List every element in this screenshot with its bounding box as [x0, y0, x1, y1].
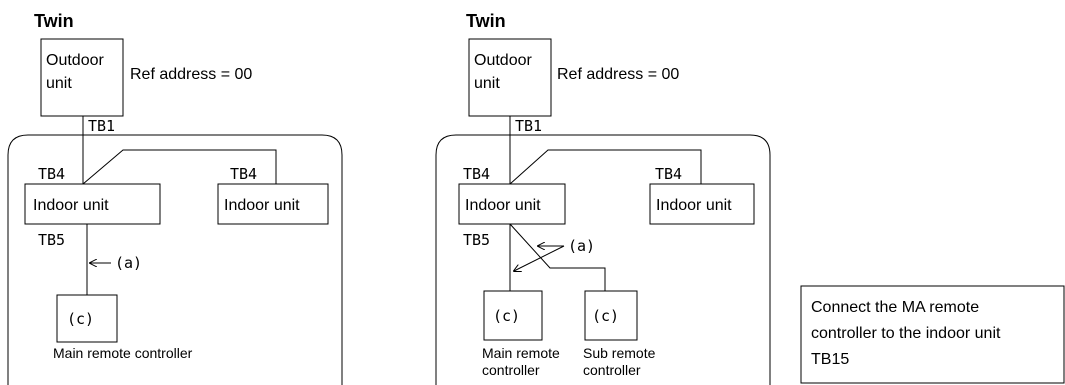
right-group-boundary: [435, 134, 771, 385]
right-outdoor-unit-box: [468, 38, 552, 117]
right-title: Twin: [466, 11, 506, 31]
left-controller-caption: Main remote controller: [53, 345, 193, 361]
right-sub-remote-wire: [509, 223, 606, 291]
note-box: Connect the MA remote controller to the …: [800, 285, 1065, 384]
note-line-1: Connect the MA remote: [811, 299, 979, 316]
left-title: Twin: [34, 11, 74, 31]
left-tb5-label: TB5: [38, 231, 65, 249]
right-main-controller-box: [483, 290, 543, 341]
left-outdoor-unit-label-1: Outdoor: [46, 52, 104, 69]
right-tb1-label: TB1: [515, 117, 542, 135]
right-sub-controller-label: (c): [592, 307, 619, 325]
left-controller-box: [56, 294, 118, 343]
note-line-2: controller to the indoor unit: [811, 325, 1001, 342]
right-indoor-unit-a-label: Indoor unit: [465, 197, 541, 214]
right-outdoor-unit-label-2: unit: [474, 75, 500, 92]
right-sub-caption-2: controller: [583, 362, 641, 378]
right-outdoor-unit-label-1: Outdoor: [474, 52, 532, 69]
right-wire-label: (a): [568, 237, 595, 255]
left-wire-label: (a): [115, 254, 142, 272]
right-wire-arrow-b: [514, 245, 565, 271]
right-sub-caption-1: Sub remote: [583, 345, 656, 361]
right-indoor-unit-a-box: [458, 183, 566, 225]
left-indoor-unit-a-box: [24, 183, 161, 225]
note-box-frame: [800, 285, 1065, 384]
left-ref-address: Ref address = 00: [130, 66, 252, 83]
right-tb5-label: TB5: [463, 231, 490, 249]
right-sub-controller-box: [584, 290, 638, 341]
right-indoor-unit-b-label: Indoor unit: [656, 197, 732, 214]
right-diagram: Twin Outdoor unit Ref address = 00 TB1 T…: [435, 11, 771, 385]
left-tb4-label-b: TB4: [230, 165, 257, 183]
right-indoor-unit-b-box: [649, 183, 755, 225]
left-tb4-label-a: TB4: [38, 165, 65, 183]
left-diagram: Twin Outdoor unit Ref address = 00 TB1 T…: [7, 11, 343, 385]
left-outdoor-unit-box: [40, 38, 124, 117]
left-group-boundary: [7, 134, 343, 385]
right-ref-address: Ref address = 00: [557, 66, 679, 83]
right-branch-wire: [509, 149, 702, 185]
right-tb4-label-a: TB4: [463, 165, 490, 183]
left-branch-wire: [82, 149, 277, 185]
right-tb4-label-b: TB4: [655, 165, 682, 183]
note-line-3: TB15: [811, 351, 849, 368]
right-main-caption-2: controller: [482, 362, 540, 378]
left-indoor-unit-b-box: [217, 183, 329, 225]
left-tb1-label: TB1: [88, 117, 115, 135]
left-controller-label: (c): [67, 310, 94, 328]
left-outdoor-unit-label-2: unit: [46, 75, 72, 92]
right-main-caption-1: Main remote: [482, 345, 560, 361]
left-indoor-unit-a-label: Indoor unit: [33, 197, 109, 214]
left-indoor-unit-b-label: Indoor unit: [224, 197, 300, 214]
right-main-controller-label: (c): [493, 307, 520, 325]
